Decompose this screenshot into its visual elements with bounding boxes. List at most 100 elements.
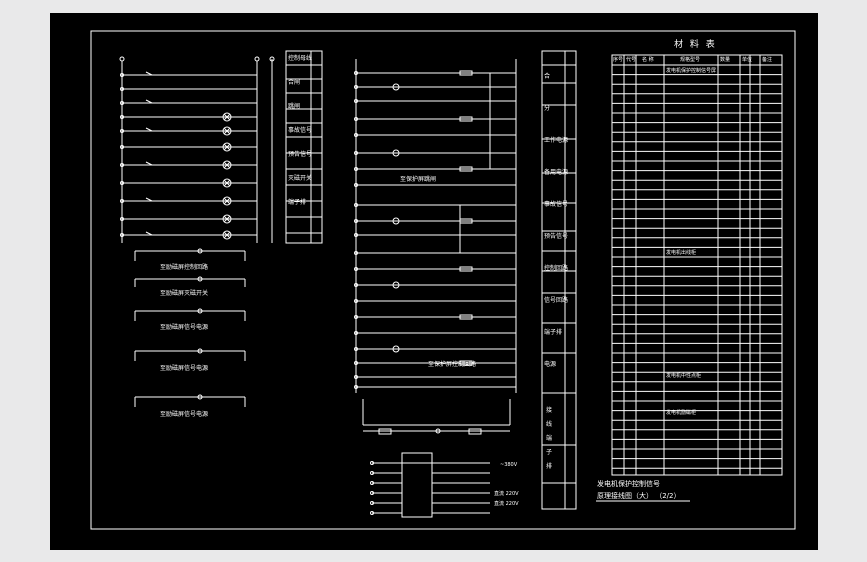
schematic-line	[223, 231, 231, 239]
right-column-label: 电源	[544, 361, 557, 368]
resistor-symbol	[459, 314, 473, 320]
junction-dot	[197, 248, 203, 254]
junction-dot	[197, 348, 203, 354]
coil-symbol	[392, 345, 400, 353]
junction-dot	[354, 331, 358, 335]
loop-label-1: 至励磁屏控制回路	[160, 264, 209, 271]
left-circuit-rows	[120, 71, 257, 240]
junction-dot	[354, 361, 358, 365]
junction-dot	[354, 233, 358, 237]
junction-dot	[354, 219, 358, 223]
junction-dot	[370, 461, 374, 465]
right-column-label: 端子排	[544, 329, 563, 336]
junction-dot	[354, 385, 358, 389]
material-table-header: 数量	[720, 57, 731, 63]
coil-symbol	[392, 83, 400, 91]
coil-symbol	[392, 217, 400, 225]
drawing-border	[90, 30, 796, 530]
junction-dot	[120, 163, 124, 167]
middle-lower-block	[370, 452, 490, 518]
junction-dot	[197, 394, 203, 400]
junction-dot	[354, 85, 358, 89]
schematic-line	[145, 127, 153, 132]
junction-dot	[370, 491, 374, 495]
right-column-label: 备用电源	[544, 169, 569, 176]
junction-dot	[197, 308, 203, 314]
junction-dot	[354, 133, 358, 137]
junction-dot	[370, 481, 374, 485]
right-column-label: 预告信号	[544, 233, 569, 240]
schematic-line	[223, 127, 231, 135]
material-table-section: 发电机励磁柜	[666, 410, 697, 416]
material-table-header: 序号	[613, 57, 624, 63]
loop-label-2: 至励磁屏灭磁开关	[160, 290, 209, 297]
junction-dot	[120, 217, 124, 221]
junction-dot	[354, 299, 358, 303]
schematic-line	[223, 179, 231, 187]
junction-dot	[354, 183, 358, 187]
right-column-label: 合	[544, 73, 551, 80]
junction-dot	[354, 203, 358, 207]
drawing-canvas: 材 料 表 发电机保护控制信号 原理接线图（大） （2/2） 至励磁屏控制回路 …	[50, 13, 818, 550]
right-column-label: 信号回路	[544, 297, 569, 304]
voltage-label-3: 直流 220V	[494, 501, 519, 507]
voltage-label-1: ~380V	[500, 462, 518, 468]
mid-loop-label-b: 至保护屏控制回路	[428, 361, 477, 368]
bottom-column-label: 端	[546, 435, 553, 442]
resistor-symbol	[459, 166, 473, 172]
schematic-line	[145, 99, 153, 104]
junction-dot	[354, 99, 358, 103]
right-column-label: 控制回路	[544, 265, 569, 272]
lamp-symbol	[222, 230, 232, 240]
junction-dot	[120, 115, 124, 119]
left-side-table-rows	[286, 64, 322, 234]
junction-dot	[354, 267, 358, 271]
resistor-symbol	[459, 70, 473, 76]
bottom-column-label: 线	[546, 421, 553, 428]
junction-dot	[354, 117, 358, 121]
right-column-label: 工作电源	[544, 137, 569, 144]
middle-schematic	[354, 59, 517, 435]
lamp-symbol	[222, 214, 232, 224]
junction-dot	[120, 87, 124, 91]
voltage-label-2: 直流 220V	[494, 491, 519, 497]
lamp-symbol	[222, 126, 232, 136]
lamp-symbol	[222, 160, 232, 170]
middle-circuit-rows	[354, 70, 516, 389]
right-column-label: 分	[544, 105, 551, 112]
junction-dot	[120, 181, 124, 185]
material-table-section: 发电机出线柜	[666, 250, 697, 256]
left-column-label: 预告信号	[288, 151, 313, 158]
junction-dot	[120, 101, 124, 105]
left-column-label: 事故信号	[288, 127, 313, 134]
resistor-symbol	[459, 116, 473, 122]
junction-dot	[120, 233, 124, 237]
schematic-line	[223, 113, 231, 121]
junction-dot	[120, 129, 124, 133]
bottom-column-label: 排	[546, 463, 553, 470]
junction-dot	[120, 199, 124, 203]
schematic-line	[145, 71, 153, 76]
junction-dot	[120, 145, 124, 149]
junction-dot	[197, 276, 203, 282]
schematic-line	[223, 197, 231, 205]
lamp-symbol	[222, 142, 232, 152]
junction-dot	[370, 501, 374, 505]
schematic-drawing	[90, 30, 796, 530]
junction-dot	[370, 511, 374, 515]
left-lower-loops	[134, 248, 246, 407]
left-column-label: 灭磁开关	[288, 175, 313, 182]
mid-loop-label-a: 至保护屏跳闸	[400, 176, 437, 183]
schematic-line	[223, 215, 231, 223]
coil-symbol	[392, 149, 400, 157]
right-column-label: 事故信号	[544, 201, 569, 208]
junction-dot	[354, 347, 358, 351]
junction-dot	[354, 151, 358, 155]
resistor-symbol	[459, 266, 473, 272]
junction-dot	[120, 73, 124, 77]
left-column-label: 跳闸	[288, 103, 301, 110]
junction-dot	[354, 283, 358, 287]
loop-label-4: 至励磁屏信号电源	[160, 365, 209, 372]
left-column-label: 合闸	[288, 79, 301, 86]
